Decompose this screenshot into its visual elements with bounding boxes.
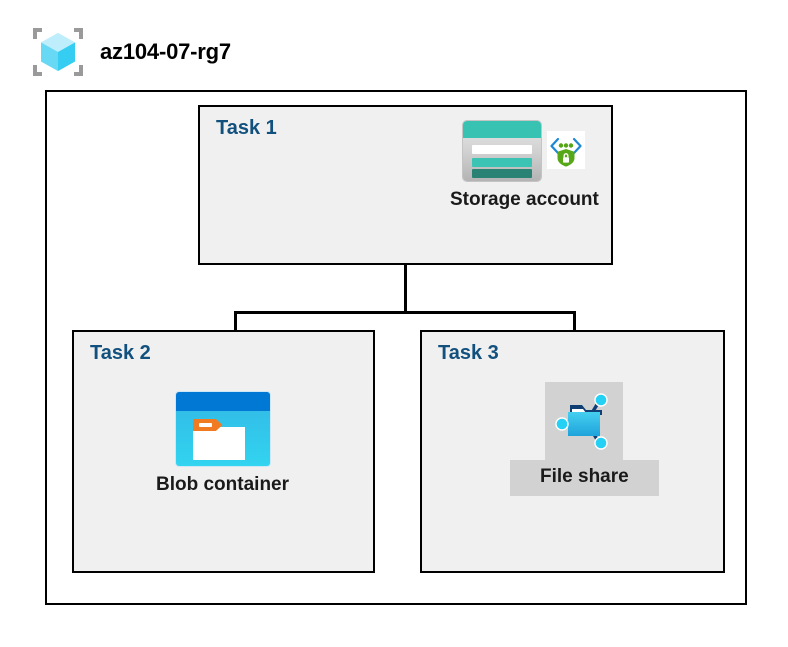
encryption-shield-icon	[547, 131, 586, 169]
resource-group-header: az104-07-rg7	[30, 26, 231, 78]
node-caption-file-share: File share	[540, 466, 629, 487]
node-blob-container[interactable]: Blob container	[156, 392, 289, 496]
task-label-task1: Task 1	[216, 117, 277, 139]
file-share-icon	[555, 393, 609, 450]
task-label-task2: Task 2	[90, 342, 151, 364]
blob-container-icon	[175, 392, 270, 466]
resource-group-cube-icon	[30, 26, 86, 78]
task-box-task1[interactable]: Task 1	[198, 105, 613, 265]
resource-group-name: az104-07-rg7	[100, 39, 231, 64]
task-label-task3: Task 3	[438, 342, 499, 364]
node-file-share[interactable]: File share	[510, 382, 659, 496]
task-box-task2[interactable]: Task 2 Blob container	[72, 330, 375, 573]
node-caption-storage-account: Storage account	[450, 189, 599, 210]
connector-horizontal-bar	[234, 311, 576, 314]
task-box-task3[interactable]: Task 3	[420, 330, 725, 573]
node-caption-blob-container: Blob container	[156, 474, 290, 495]
node-storage-account[interactable]: Storage account	[450, 121, 599, 211]
connector-task1-stem	[404, 265, 407, 313]
file-share-caption-plate: File share	[510, 460, 659, 496]
file-share-icon-plate	[545, 382, 624, 460]
storage-account-icon-row	[463, 121, 586, 181]
storage-account-icon	[463, 121, 542, 181]
